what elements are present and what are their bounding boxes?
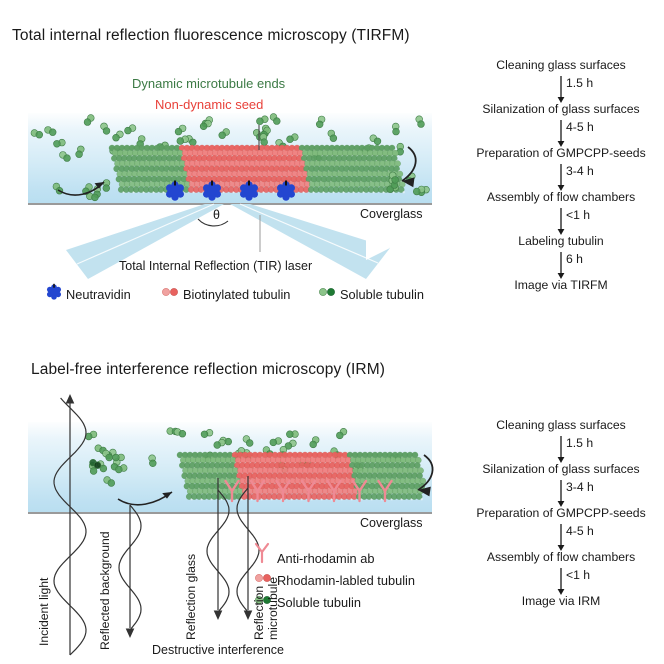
legend-label-anti-rhodamin-ab: Anti-rhodamin ab: [277, 551, 375, 566]
incident-light-wave: [53, 397, 87, 656]
label-coverglass-top: Coverglass: [360, 207, 423, 221]
workflow-irm-step-4: Assembly of flow chambers: [486, 550, 636, 564]
workflow-tirfm-arrow-head-1: [557, 97, 565, 103]
anti-rhodamin-antibodies: [224, 479, 393, 503]
workflow-tirfm-arrow-head-3: [557, 185, 565, 191]
workflow-irm-connectors: [557, 436, 565, 595]
workflow-irm-step-3: Preparation of GMPCPP-seeds: [476, 506, 646, 520]
legend-icon-soluble-tubulin: [319, 288, 335, 296]
label-incidence-angle: θ: [213, 208, 220, 222]
legend-label-biotinylated-tubulin: Biotinylated tubulin: [183, 287, 291, 302]
growth-arrow-right-path: [401, 146, 417, 182]
workflow-irm-arrow-head-2: [557, 501, 565, 507]
workflow-tirfm-step-6: Image via TIRFM: [514, 278, 608, 292]
antibody-icon-2: [249, 479, 266, 503]
panel-title-tirfm: Total internal reflection fluorescence m…: [12, 27, 410, 44]
workflow-irm-arrow-head-3: [557, 545, 565, 551]
label-tir-laser: Total Internal Reflection (TIR) laser: [119, 259, 313, 273]
reflected-background-wave: [118, 504, 142, 631]
incidence-angle-arc: [197, 218, 229, 227]
antibody-icon-1: [224, 479, 240, 503]
workflow-irm-arrow-head-4: [557, 589, 565, 595]
label-reflection-microtubule-line1: Reflection: [252, 585, 266, 640]
growth-arrow-right-head-bottom: [418, 486, 431, 497]
legend-icon-rhodamin-labled-tubulin: [255, 574, 271, 582]
label-non-dynamic-seed: Non-dynamic seed: [155, 97, 264, 112]
workflow-tirfm-step-2: Silanization of glass surfaces: [482, 102, 640, 116]
workflow-tirfm-step-5: Labeling tubulin: [518, 234, 604, 248]
workflow-tirfm-step-4: Assembly of flow chambers: [486, 190, 636, 204]
legend-icon-soluble-tubulin-bottom: [255, 596, 271, 604]
reflection-microtubule-arrowhead: [243, 610, 253, 620]
tir-laser-beam: [66, 203, 390, 279]
reflection-microtubule-wave: [236, 487, 260, 613]
neutravidin-anchor-4: [277, 180, 295, 201]
antibody-icon-3: [275, 479, 291, 503]
antibody-icon-7: [377, 479, 393, 503]
tir-laser-incoming-beam: [66, 204, 224, 279]
legend-icon-antibody: [254, 542, 270, 564]
label-incident-light: Incident light: [37, 577, 51, 646]
reflection-glass-wave: [206, 489, 230, 613]
workflow-irm-duration-4: <1 h: [566, 568, 591, 582]
legend-label-rhodamin-labled-tubulin: Rhodamin-labled tubulin: [277, 573, 416, 588]
antibody-icon-4: [300, 479, 317, 503]
neutravidin-anchor-3: [240, 180, 258, 201]
growth-arrow-right-path-bottom: [417, 454, 434, 491]
antibody-icon-5: [326, 479, 342, 503]
workflow-tirfm-duration-1: 1.5 h: [566, 76, 594, 90]
label-coverglass-bottom: Coverglass: [360, 516, 423, 530]
growth-arrow-left-head-bottom: [162, 492, 172, 499]
workflow-irm-duration-3: 4-5 h: [566, 524, 594, 538]
legend-icon-neutravidin: [46, 283, 62, 300]
legend-label-soluble-tubulin-bottom: Soluble tubulin: [277, 595, 361, 610]
workflow-tirfm-arrow-head-5: [557, 273, 565, 279]
antibody-icon-6: [351, 479, 368, 503]
soluble-tubulin-left-bottom: [102, 449, 128, 487]
workflow-tirfm-arrow-head-2: [557, 141, 565, 147]
workflow-irm-arrow-head-1: [557, 457, 565, 463]
microtubule-irm: [176, 451, 427, 501]
reflected-background-arrowhead: [125, 628, 135, 638]
legend-icon-biotinylated-tubulin: [162, 288, 178, 296]
workflow-tirfm-duration-4: <1 h: [566, 208, 591, 222]
workflow-irm-duration-2: 3-4 h: [566, 480, 594, 494]
label-reflected-background: Reflected background: [98, 531, 112, 650]
legend-label-soluble-tubulin: Soluble tubulin: [340, 287, 424, 302]
workflow-tirfm-step-3: Preparation of GMPCPP-seeds: [476, 146, 646, 160]
neutravidin-anchor-1: [166, 180, 184, 201]
workflow-irm-step-1: Cleaning glass surfaces: [496, 418, 626, 432]
workflow-tirfm-duration-2: 4-5 h: [566, 120, 594, 134]
incident-light-arrowhead: [65, 394, 75, 404]
microtubule-tirfm: [108, 144, 406, 194]
workflow-tirfm-step-1: Cleaning glass surfaces: [496, 58, 626, 72]
workflow-irm-step-5: Image via IRM: [521, 594, 601, 608]
label-reflection-glass: Reflection glass: [184, 553, 198, 640]
tir-laser-arrowhead: [366, 237, 390, 260]
panel-title-irm: Label-free interference reflection micro…: [31, 361, 385, 378]
coverglass-surface-bottom: [28, 512, 432, 514]
legend-label-neutravidin: Neutravidin: [66, 287, 131, 302]
soluble-tubulin-lower-left-top: [52, 179, 111, 202]
growth-arrow-left-head: [94, 182, 104, 189]
tir-laser-outgoing-beam: [230, 204, 390, 279]
workflow-tirfm-duration-3: 3-4 h: [566, 164, 594, 178]
workflow-tirfm-connectors: [557, 76, 565, 279]
soluble-tubulin-lower-right-top: [386, 171, 430, 197]
workflow-tirfm-duration-5: 6 h: [566, 252, 583, 266]
growth-arrow-right-head: [402, 177, 415, 188]
workflow-irm-step-2: Silanization of glass surfaces: [482, 462, 640, 476]
label-destructive-interference: Destructive interference: [152, 643, 285, 657]
workflow-irm-duration-1: 1.5 h: [566, 436, 594, 450]
workflow-tirfm-arrow-head-4: [557, 229, 565, 235]
label-dynamic-microtubule-ends: Dynamic microtubule ends: [132, 76, 286, 91]
reflection-glass-arrowhead: [213, 610, 223, 620]
neutravidin-anchor-2: [203, 180, 221, 201]
